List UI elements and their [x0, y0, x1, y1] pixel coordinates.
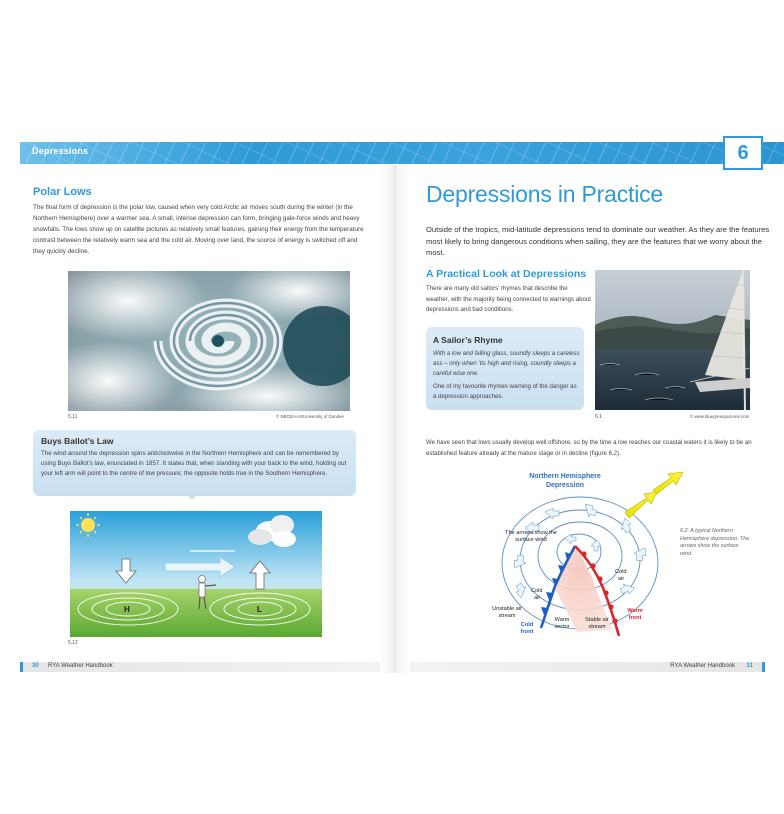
unstable-air-label-line2: stream: [498, 613, 515, 619]
right-footer: RYA Weather Handbook 31: [410, 662, 765, 672]
header-band: Depressions: [20, 142, 784, 164]
satellite-caption: 5.11: [68, 414, 78, 420]
up-arrow-icon: [249, 560, 271, 590]
stable-air-label-line2: stream: [588, 624, 605, 630]
depression-diagram-svg: Northern Hemisphere Depression: [492, 471, 684, 637]
buys-ballot-illustration: H L: [70, 511, 322, 637]
cold-air-upper-label2: air: [618, 576, 624, 582]
cloud-icon: [248, 515, 296, 547]
sailing-caption: 6.1: [595, 414, 602, 420]
page-title: Depressions in Practice: [426, 181, 664, 207]
practical-heading: A Practical Look at Depressions: [426, 268, 587, 280]
satellite-swirl-image: [68, 271, 350, 411]
chapter-number-box: 6: [723, 136, 763, 170]
arrows-label-line1: The arrows show the: [505, 530, 557, 536]
cold-front-label-line1: Cold: [521, 622, 534, 628]
wind-illustration-caption: 5.12: [68, 640, 78, 646]
wind-illustration: H L: [70, 511, 322, 637]
cold-air-upper-label: Cold: [615, 569, 627, 575]
warm-sector-area: [555, 546, 613, 632]
wind-arrow-icon: [164, 550, 236, 578]
chapter-number: 6: [737, 141, 749, 164]
unstable-air-label-line1: Unstable air: [492, 606, 522, 612]
high-pressure-label: H: [124, 605, 130, 614]
sailing-credit: © www.bluegreenpictures.com: [690, 414, 750, 419]
warm-front-label-line1: Warm: [627, 608, 642, 614]
arrows-label-line2: surface wind: [515, 537, 546, 543]
satellite-photo: [68, 271, 350, 411]
left-footer-title: RYA Weather Handbook: [48, 663, 113, 669]
sailors-rhyme-verse: With a low and falling glass, soundly sl…: [433, 350, 580, 377]
practical-body: There are many old sailors’ rhymes that …: [426, 285, 591, 313]
sailors-rhyme-body: One of my favourite rhymes warning of th…: [433, 383, 577, 400]
right-page-number: 31: [746, 663, 753, 669]
buys-ballot-box: Buys Ballot’s Law The wind around the de…: [33, 430, 356, 496]
section-label: Depressions: [32, 146, 89, 156]
left-footer-bar: [20, 662, 23, 672]
sailors-rhyme-box: A Sailor’s Rhyme With a low and falling …: [426, 327, 584, 410]
right-footer-title: RYA Weather Handbook: [670, 663, 735, 669]
cold-air-lower-label: Cold: [531, 588, 543, 594]
satellite-credit: © NEODAAS/University of Dundee: [276, 414, 344, 419]
buys-ballot-box-tail: [186, 494, 198, 500]
isobar-rings-high: [77, 592, 179, 626]
polar-lows-body: The final form of depression is the pola…: [33, 204, 364, 255]
diagram-title-line2: Depression: [546, 482, 584, 489]
sailors-rhyme-heading: A Sailor’s Rhyme: [433, 335, 503, 345]
polar-lows-heading: Polar Lows: [33, 186, 92, 198]
down-arrow-icon: [115, 558, 137, 584]
left-footer: 30 RYA Weather Handbook: [20, 662, 380, 672]
depression-diagram: Northern Hemisphere Depression: [485, 468, 710, 646]
sun-icon: [76, 513, 100, 537]
buys-ballot-body: The wind around the depression spins ant…: [41, 450, 347, 477]
follow-paragraph: We have seen that lows usually develop w…: [426, 439, 752, 457]
surface-wind-arrows: [513, 503, 647, 599]
cold-air-lower-label2: air: [534, 595, 540, 601]
page-gutter: [380, 165, 410, 673]
stable-air-label-line1: Stable air: [585, 617, 609, 623]
warm-front-semicircles: [581, 551, 618, 624]
buys-ballot-heading: Buys Ballot’s Law: [41, 436, 114, 446]
person-figure-icon: [198, 575, 217, 610]
cold-front-label-line2: front: [521, 629, 534, 635]
sailing-image: [595, 270, 750, 410]
right-footer-bar: [762, 662, 765, 672]
cold-front-triangles: [541, 552, 571, 615]
diagram-caption-note: 6.2: A typical Northern Hemisphere depre…: [680, 528, 750, 557]
warm-sector-label-line2: sector: [554, 624, 569, 630]
warm-sector-label-line1: Warm: [555, 617, 570, 623]
diagram-title-line1: Northern Hemisphere: [529, 473, 601, 480]
header-band-pattern: [20, 142, 784, 164]
low-pressure-label: L: [257, 605, 262, 614]
sailing-photo: [595, 270, 750, 410]
left-page-number: 30: [32, 663, 39, 669]
isobar-rings-low: [209, 592, 311, 626]
intro-paragraph: Outside of the tropics, mid-latitude dep…: [426, 225, 770, 257]
movement-arrows: [624, 471, 684, 519]
warm-front-label-line2: front: [629, 615, 642, 621]
